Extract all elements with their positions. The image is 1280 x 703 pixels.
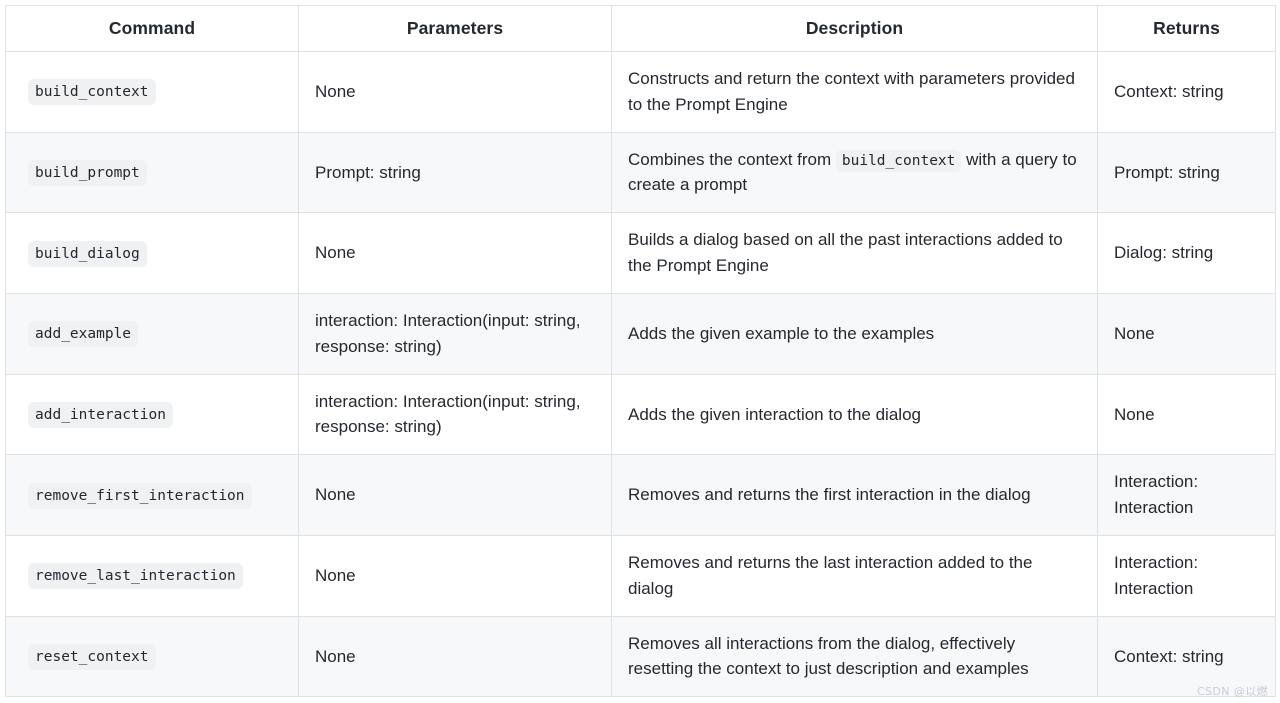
cell-description: Removes and returns the first interactio…: [611, 454, 1098, 536]
cell-command: build_prompt: [5, 131, 299, 214]
cell-returns: Interaction: Interaction: [1097, 454, 1276, 536]
cell-command: add_example: [5, 292, 299, 375]
cell-command: reset_context: [5, 615, 299, 698]
table-header: Command Parameters Description Returns: [5, 5, 1276, 52]
column-header-parameters: Parameters: [298, 5, 612, 52]
table-row: build_context None Constructs and return…: [5, 51, 1276, 133]
cell-returns: Context: string: [1097, 615, 1276, 698]
description-text-post: with a query to create a prompt: [628, 149, 1077, 195]
command-code-chip: build_context: [28, 79, 156, 106]
cell-description: Removes all interactions from the dialog…: [611, 615, 1098, 698]
column-header-returns: Returns: [1097, 5, 1276, 52]
cell-parameters: None: [298, 615, 612, 698]
cell-description: Adds the given interaction to the dialog: [611, 373, 1098, 456]
table-header-row: Command Parameters Description Returns: [5, 5, 1276, 52]
table-row: remove_last_interaction None Removes and…: [5, 534, 1276, 617]
table-row: reset_context None Removes all interacti…: [5, 615, 1276, 698]
cell-returns: Dialog: string: [1097, 212, 1276, 294]
description-text: Builds a dialog based on all the past in…: [628, 230, 1063, 276]
description-text-pre: Combines the context from: [628, 149, 832, 169]
cell-parameters: interaction: Interaction(input: string, …: [298, 292, 612, 375]
cell-returns: Context: string: [1097, 51, 1276, 133]
command-code-chip: remove_last_interaction: [28, 563, 243, 590]
inline-code-chip: build_context: [835, 149, 962, 172]
cell-command: remove_first_interaction: [5, 454, 299, 536]
command-code-chip: build_prompt: [28, 159, 147, 187]
command-code-chip: add_interaction: [28, 401, 173, 429]
cell-description: Constructs and return the context with p…: [611, 51, 1098, 133]
description-text: Removes all interactions from the dialog…: [628, 633, 1029, 679]
cell-command: build_context: [5, 51, 299, 133]
cell-command: remove_last_interaction: [5, 534, 299, 617]
cell-description: Adds the given example to the examples: [611, 292, 1098, 375]
description-text: Removes and returns the last interaction…: [628, 552, 1033, 598]
api-reference-table-container: Command Parameters Description Returns b…: [5, 5, 1276, 698]
table-row: remove_first_interaction None Removes an…: [5, 454, 1276, 536]
cell-returns: Prompt: string: [1097, 131, 1276, 214]
cell-returns: None: [1097, 292, 1276, 375]
cell-description: Removes and returns the last interaction…: [611, 534, 1098, 617]
cell-command: add_interaction: [5, 373, 299, 456]
cell-parameters: None: [298, 51, 612, 133]
description-text: Removes and returns the first interactio…: [628, 485, 1031, 505]
column-header-command: Command: [5, 5, 299, 52]
cell-parameters: None: [298, 534, 612, 617]
cell-returns: None: [1097, 373, 1276, 456]
table-row: add_interaction interaction: Interaction…: [5, 373, 1276, 456]
csdn-watermark: CSDN @以燃: [1196, 685, 1268, 698]
table-row: build_prompt Prompt: string Combines the…: [5, 131, 1276, 214]
table-body: build_context None Constructs and return…: [5, 51, 1276, 698]
table-row: build_dialog None Builds a dialog based …: [5, 212, 1276, 294]
cell-returns: Interaction: Interaction: [1097, 534, 1276, 617]
cell-description: Combines the context from build_context …: [611, 131, 1098, 214]
description-text: Constructs and return the context with p…: [628, 69, 1075, 114]
command-code-chip: build_dialog: [28, 240, 147, 267]
cell-parameters: None: [298, 454, 612, 536]
description-text: Adds the given example to the examples: [628, 323, 935, 343]
table-row: add_example interaction: Interaction(inp…: [5, 292, 1276, 375]
cell-parameters: None: [298, 212, 612, 294]
cell-description: Builds a dialog based on all the past in…: [611, 212, 1098, 294]
command-code-chip: add_example: [28, 321, 139, 348]
api-reference-table: Command Parameters Description Returns b…: [5, 5, 1276, 698]
cell-parameters: Prompt: string: [298, 131, 612, 214]
cell-command: build_dialog: [5, 212, 299, 294]
command-code-chip: reset_context: [28, 643, 156, 670]
column-header-description: Description: [611, 5, 1098, 52]
command-code-chip: remove_first_interaction: [28, 482, 252, 509]
cell-parameters: interaction: Interaction(input: string, …: [298, 373, 612, 456]
description-text: Adds the given interaction to the dialog: [628, 404, 921, 424]
